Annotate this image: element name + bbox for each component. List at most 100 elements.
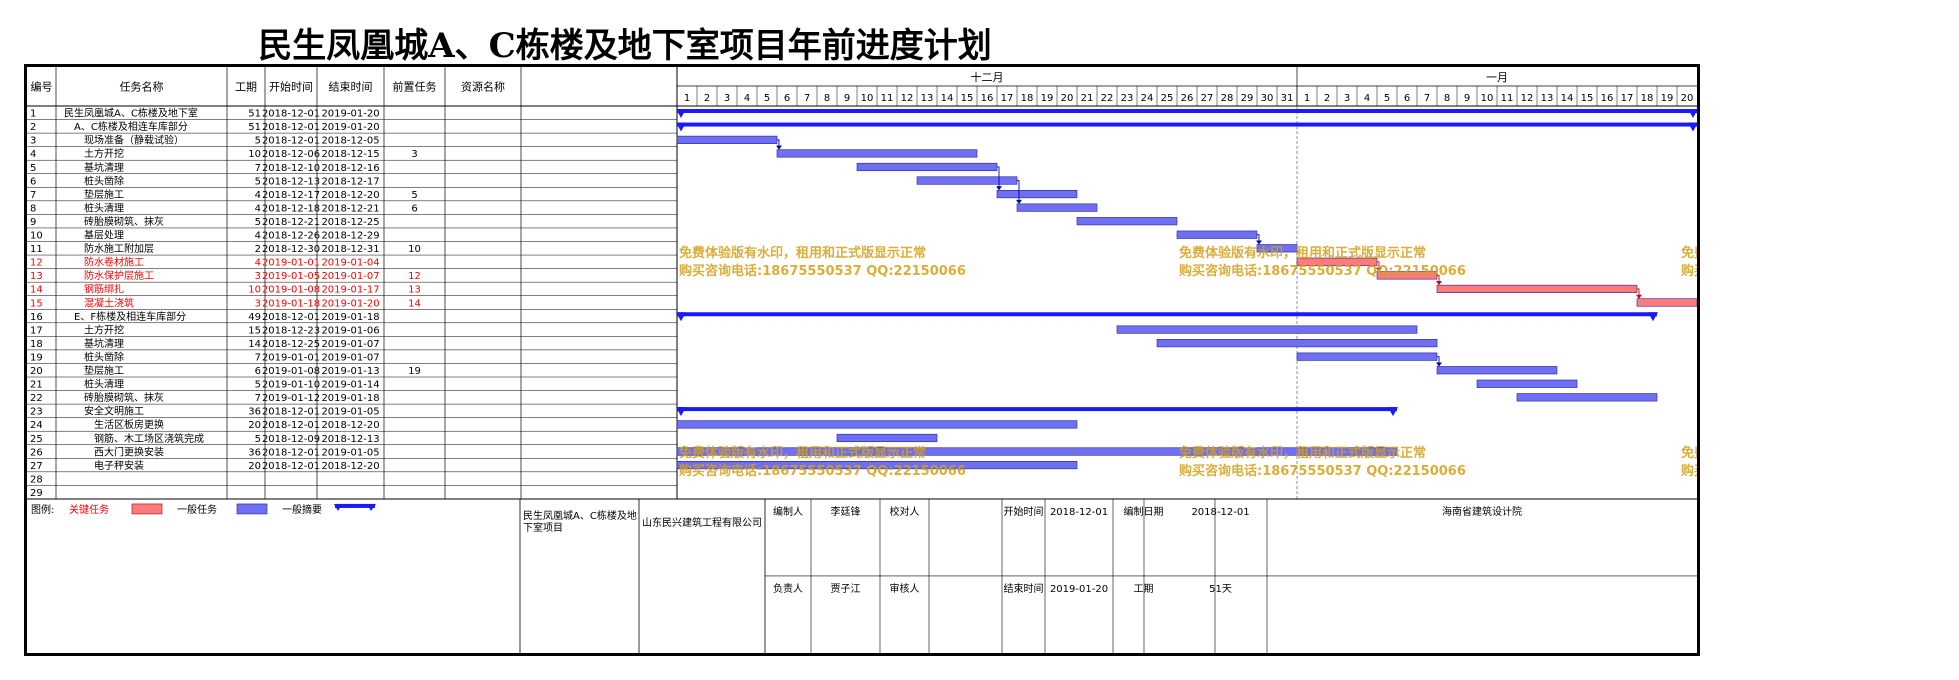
legend-summary-cap: [334, 503, 342, 511]
footer-end: 2019-01-20: [1050, 584, 1108, 595]
day-label: 7: [1424, 93, 1430, 104]
task-duration: 20: [248, 461, 261, 472]
task-bar: [836, 433, 938, 443]
dependency-link: [1377, 261, 1380, 269]
day-label: 6: [1404, 93, 1410, 104]
task-bar: [996, 190, 1078, 199]
footer-project-line-2: 下室项目: [523, 521, 563, 534]
task-end: 2019-01-06: [321, 325, 379, 336]
day-label: 30: [1261, 93, 1274, 104]
watermark-line-2: 购买咨询电话:18675550537 QQ:22150066: [1681, 263, 1697, 279]
day-label: 11: [1501, 93, 1514, 104]
task-name: 混凝土浇筑: [84, 296, 134, 309]
task-end: 2019-01-05: [321, 407, 379, 418]
summary-start-cap: [676, 407, 686, 417]
day-label: 10: [1481, 93, 1494, 104]
task-name: 防水保护层施工: [84, 269, 154, 282]
task-name: 钢筋绑扎: [84, 283, 124, 296]
column-header-resource: 资源名称: [461, 80, 505, 94]
day-label: 17: [1621, 93, 1634, 104]
task-name: 现场准备（静载试验）: [84, 134, 184, 147]
task-end: 2019-01-20: [321, 109, 379, 120]
day-label: 27: [1201, 93, 1214, 104]
day-label: 14: [941, 93, 954, 104]
dependency-link: [1437, 274, 1440, 283]
task-end: 2019-01-05: [321, 447, 379, 458]
day-label: 23: [1121, 93, 1134, 104]
watermark-line-1: 免费体验版有水印，租用和正式版显示正常: [1179, 445, 1426, 461]
task-start: 2018-12-13: [262, 176, 320, 187]
critical-task-bar: [1436, 284, 1638, 293]
chart-title: 民生凤凰城A、C栋楼及地下室项目年前进度计划: [258, 26, 992, 66]
summary-end-cap: [1388, 407, 1398, 417]
task-start: 2018-12-25: [262, 339, 320, 350]
legend-critical-swatch: [131, 503, 163, 515]
task-predecessor: 5: [411, 190, 417, 201]
task-duration: 15: [248, 325, 261, 336]
watermark-line-1: 免费体验版有水印，租用和正式版显示正常: [1681, 245, 1697, 261]
dependency-link: [1257, 234, 1260, 242]
footer-owner: 贾子江: [831, 583, 861, 595]
task-end: 2019-01-17: [321, 285, 379, 296]
task-end: 2018-12-05: [321, 136, 379, 147]
task-name: 基坑清理: [84, 337, 124, 350]
task-start: 2018-12-23: [262, 325, 320, 336]
dependency-arrow: [1636, 294, 1642, 299]
day-label: 12: [901, 93, 914, 104]
task-start: 2018-12-10: [262, 163, 320, 174]
column-header-start: 开始时间: [269, 80, 313, 94]
task-end: 2018-12-17: [321, 176, 379, 187]
day-label: 16: [981, 93, 994, 104]
task-name: 桩头清理: [84, 378, 124, 391]
task-start: 2018-12-01: [262, 109, 320, 120]
day-label: 20: [1061, 93, 1074, 104]
day-label: 18: [1641, 93, 1654, 104]
day-label: 28: [1221, 93, 1234, 104]
task-start: 2019-01-12: [262, 393, 320, 404]
task-bar: [916, 176, 1018, 185]
task-start: 2018-12-01: [262, 447, 320, 458]
month-label: 十二月: [971, 70, 1004, 84]
task-id: 24: [30, 420, 43, 431]
summary-end-cap: [1688, 109, 1698, 118]
task-name: 桩头清理: [84, 201, 124, 214]
task-bar: [676, 460, 1078, 470]
watermark-line-2: 购买咨询电话:18675550537 QQ:22150066: [679, 463, 966, 479]
summary-end-cap: [1648, 312, 1658, 322]
task-bar: [1156, 339, 1438, 348]
footer-company: 山东民兴建筑工程有限公司: [642, 516, 762, 529]
legend-summary-cap: [367, 503, 376, 511]
task-duration: 4: [255, 203, 261, 214]
task-end: 2019-01-07: [321, 352, 379, 363]
month-label: 一月: [1486, 71, 1508, 84]
task-name: A、C栋楼及相连车库部分: [74, 120, 188, 133]
day-label: 18: [1021, 93, 1034, 104]
task-bar: [676, 135, 778, 144]
task-duration: 5: [255, 434, 261, 445]
task-id: 14: [30, 285, 43, 296]
task-start: 2018-12-01: [262, 461, 320, 472]
footer-start-label: 开始时间: [1004, 505, 1044, 518]
day-label: 8: [1444, 93, 1450, 104]
task-start: 2019-01-10: [262, 380, 320, 391]
task-bar: [1016, 203, 1098, 212]
day-label: 12: [1521, 93, 1534, 104]
footer-compile-date: 2018-12-01: [1191, 507, 1249, 518]
column-header-pred: 前置任务: [393, 80, 437, 94]
task-duration: 3: [255, 271, 261, 282]
task-name: 生活区板房更换: [94, 418, 164, 431]
task-duration: 4: [255, 258, 261, 269]
dependency-link: [997, 166, 1000, 188]
summary-start-cap: [676, 122, 686, 132]
task-id: 10: [30, 231, 43, 242]
day-label: 19: [1661, 93, 1674, 104]
watermark-line-1: 免费体验版有水印，租用和正式版显示正常: [1681, 445, 1697, 461]
critical-task-bar: [1636, 298, 1698, 307]
task-end: 2018-12-25: [321, 217, 379, 228]
task-id: 4: [30, 149, 36, 160]
watermark-line-1: 免费体验版有水印，租用和正式版显示正常: [679, 445, 926, 461]
task-end: 2018-12-20: [321, 190, 379, 201]
task-predecessor: 14: [408, 298, 421, 309]
